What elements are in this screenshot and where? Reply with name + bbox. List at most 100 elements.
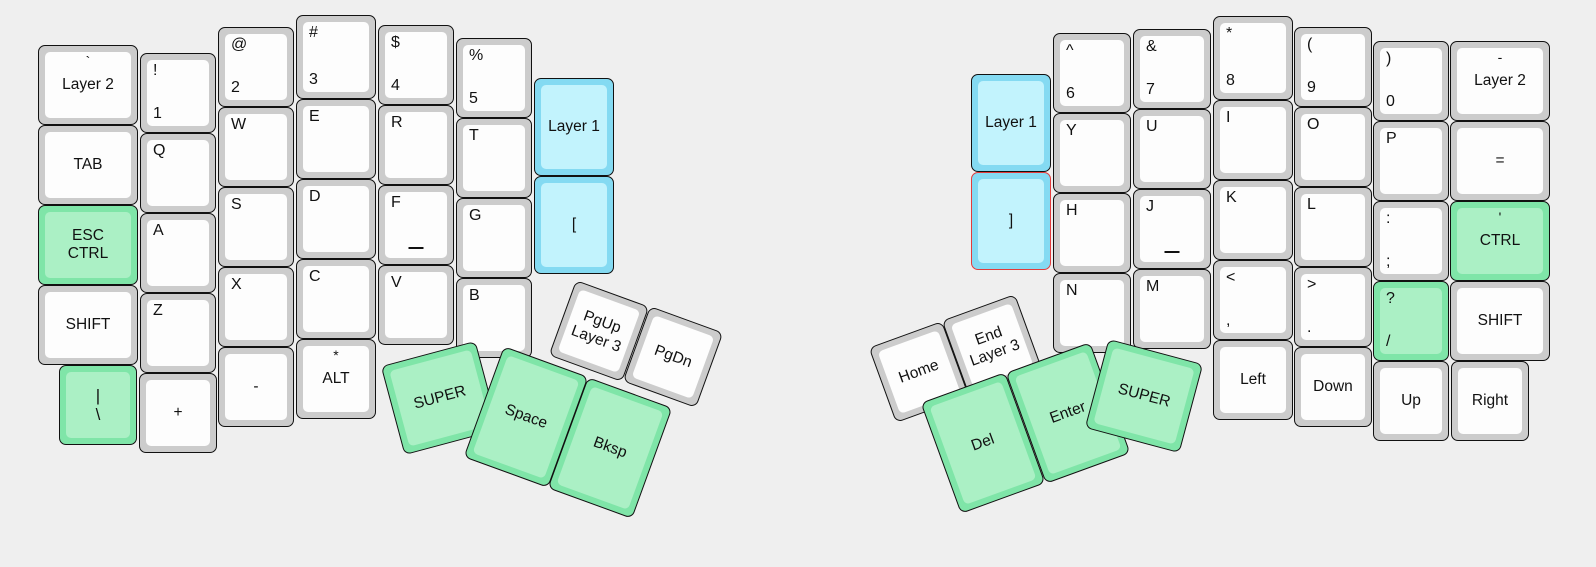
key-l-r5-c4[interactable]: *ALT — [296, 339, 376, 419]
key-l-r4-c4[interactable]: C — [296, 259, 376, 339]
keycap-l-r2-c6: T — [463, 125, 525, 191]
key-r-r5-c5[interactable]: Down — [1294, 347, 1372, 427]
key-l-r1-c6[interactable]: %5 — [456, 38, 532, 118]
key-r-r4-c6[interactable]: ?/ — [1373, 281, 1449, 361]
key-r-r2-c6[interactable]: P — [1373, 121, 1449, 201]
key-legend-shifted: ! — [153, 62, 158, 79]
key-legend-main: 8 — [1226, 72, 1235, 89]
keycap-l-thumb-pgup: PgUp Layer 3 — [557, 289, 641, 373]
key-l-r4-c1[interactable]: SHIFT — [38, 285, 138, 365]
key-legend-main: SUPER — [1116, 380, 1173, 411]
key-legend-shifted: * — [333, 347, 339, 363]
key-r-r5-c4[interactable]: Left — [1213, 340, 1293, 420]
key-legend-main: Down — [1313, 378, 1353, 396]
keycap-l-r3-c3: S — [225, 194, 287, 260]
keycap-l-r4-c2: Z — [147, 300, 209, 366]
key-legend-main: E — [309, 108, 320, 125]
key-legend-main: 4 — [391, 77, 400, 94]
key-legend-shifted: % — [469, 47, 484, 64]
key-r-r1-c1[interactable]: Layer 1 — [971, 74, 1051, 172]
key-l-r3-c3[interactable]: S — [218, 187, 294, 267]
key-l-thumbcol-2[interactable]: [ — [534, 176, 614, 274]
key-r-r4-c2[interactable]: N — [1053, 273, 1131, 353]
key-legend-main: W — [231, 116, 247, 133]
key-r-r1-c5[interactable]: (9 — [1294, 27, 1372, 107]
key-r-r1-c2[interactable]: ^6 — [1053, 33, 1131, 113]
key-l-r1-c3[interactable]: @2 — [218, 27, 294, 107]
key-legend-main: ] — [1008, 212, 1014, 230]
key-r-r3-c7[interactable]: 'CTRL — [1450, 201, 1550, 281]
key-l-r3-c5[interactable]: F — [378, 185, 454, 265]
key-r-r2-c4[interactable]: I — [1213, 100, 1293, 180]
key-legend-shifted: & — [1146, 38, 1157, 55]
key-l-r3-c6[interactable]: G — [456, 198, 532, 278]
keycap-r-r1-c6: )0 — [1380, 48, 1442, 114]
key-legend-main: 3 — [309, 71, 318, 88]
key-l-r2-c2[interactable]: Q — [140, 133, 216, 213]
key-legend-main: T — [469, 127, 479, 144]
key-r-r2-c5[interactable]: O — [1294, 107, 1372, 187]
key-r-r3-c2[interactable]: H — [1053, 193, 1131, 273]
keycap-r-r2-c1: ] — [978, 179, 1044, 263]
key-l-r1-c1[interactable]: `Layer 2 — [38, 45, 138, 125]
keycap-l-r5-c3: - — [225, 354, 287, 420]
key-r-r4-c7[interactable]: SHIFT — [1450, 281, 1550, 361]
key-l-r2-c1[interactable]: TAB — [38, 125, 138, 205]
key-legend-main: Del — [969, 430, 997, 455]
keycap-l-r4-c3: X — [225, 274, 287, 340]
key-legend-main: Space — [502, 401, 550, 433]
key-l-r3-c1[interactable]: ESC CTRL — [38, 205, 138, 285]
key-legend-shifted: # — [309, 24, 318, 41]
key-r-r1-c4[interactable]: *8 — [1213, 16, 1293, 100]
key-r-r2-c2[interactable]: Y — [1053, 113, 1131, 193]
key-r-r4-c4[interactable]: <, — [1213, 260, 1293, 340]
keycap-l-r2-c5: R — [385, 112, 447, 178]
key-l-r5-c3[interactable]: - — [218, 347, 294, 427]
keycap-r-r3-c4: K — [1220, 187, 1286, 253]
key-r-r1-c3[interactable]: &7 — [1133, 29, 1211, 109]
key-legend-main: PgUp Layer 3 — [568, 307, 624, 356]
key-l-r2-c5[interactable]: R — [378, 105, 454, 185]
key-l-r1-c5[interactable]: $4 — [378, 25, 454, 105]
key-r-r4-c5[interactable]: >. — [1294, 267, 1372, 347]
key-r-r5-c7[interactable]: Right — [1451, 361, 1529, 441]
key-legend-main: A — [153, 222, 164, 239]
key-r-r3-c5[interactable]: L — [1294, 187, 1372, 267]
keycap-r-r3-c7: 'CTRL — [1457, 208, 1543, 274]
key-r-r1-c7[interactable]: -Layer 2 — [1450, 41, 1550, 121]
key-l-r1-c2[interactable]: !1 — [140, 53, 216, 133]
key-l-r5-c1[interactable]: | \ — [59, 365, 137, 445]
key-l-thumbcol-1[interactable]: Layer 1 — [534, 78, 614, 176]
key-legend-main: 9 — [1307, 79, 1316, 96]
key-legend-shifted: ' — [1498, 209, 1502, 225]
key-l-r4-c2[interactable]: Z — [140, 293, 216, 373]
key-l-r4-c3[interactable]: X — [218, 267, 294, 347]
key-r-r3-c4[interactable]: K — [1213, 180, 1293, 260]
key-r-r2-c3[interactable]: U — [1133, 109, 1211, 189]
key-r-r4-c3[interactable]: M — [1133, 269, 1211, 349]
key-legend-main: Layer 1 — [548, 118, 600, 136]
key-legend-main: End Layer 3 — [967, 323, 1023, 370]
key-legend-main: Layer 2 — [1474, 72, 1526, 90]
key-l-r1-c4[interactable]: #3 — [296, 15, 376, 99]
key-r-r1-c6[interactable]: )0 — [1373, 41, 1449, 121]
key-l-r4-c5[interactable]: V — [378, 265, 454, 345]
key-l-r3-c2[interactable]: A — [140, 213, 216, 293]
key-r-r2-c7[interactable]: = — [1450, 121, 1550, 201]
key-legend-main: I — [1226, 109, 1231, 126]
key-r-r2-c1[interactable]: ] — [971, 172, 1051, 270]
keycap-l-r3-c1: ESC CTRL — [45, 212, 131, 278]
keycap-l-thumbcol-1: Layer 1 — [541, 85, 607, 169]
key-r-r5-c6[interactable]: Up — [1373, 361, 1449, 441]
key-legend-main: Right — [1471, 392, 1509, 410]
keycap-r-r5-c6: Up — [1380, 368, 1442, 434]
key-l-r2-c6[interactable]: T — [456, 118, 532, 198]
keycap-r-r2-c6: P — [1380, 128, 1442, 194]
key-r-r3-c6[interactable]: :; — [1373, 201, 1449, 281]
key-l-r2-c3[interactable]: W — [218, 107, 294, 187]
key-r-r3-c3[interactable]: J — [1133, 189, 1211, 269]
key-l-r3-c4[interactable]: D — [296, 179, 376, 259]
key-l-r2-c4[interactable]: E — [296, 99, 376, 179]
keycap-r-r2-c5: O — [1301, 114, 1365, 180]
key-l-r5-c2[interactable]: + — [139, 373, 217, 453]
